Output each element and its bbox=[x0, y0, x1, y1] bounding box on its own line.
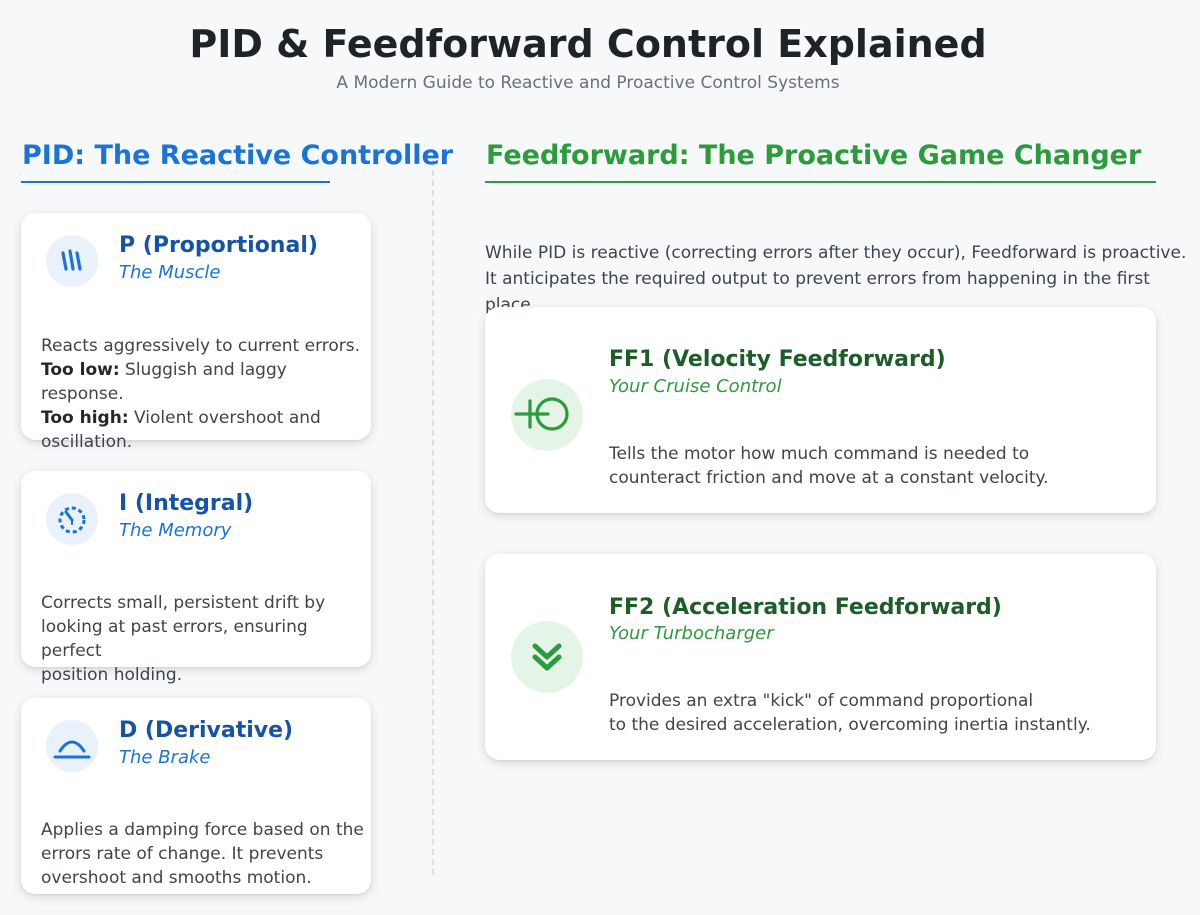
p-line-1: Reacts aggressively to current errors. bbox=[41, 336, 361, 356]
p-description: Reacts aggressively to current errors. T… bbox=[41, 334, 371, 454]
double-chevron-down-icon bbox=[511, 621, 583, 693]
p-high-label: Too high: bbox=[41, 408, 129, 428]
ff2-description: Provides an extra "kick" of command prop… bbox=[609, 689, 1139, 737]
timer-icon bbox=[46, 493, 98, 545]
i-line-2: looking at past errors, ensuring perfect bbox=[41, 617, 308, 661]
d-line-2: errors rate of change. It prevents bbox=[41, 844, 324, 864]
p-line-3: Too high: Violent overshoot and oscillat… bbox=[41, 406, 371, 454]
i-line-3: position holding. bbox=[41, 665, 183, 685]
ff1-description: Tells the motor how much command is need… bbox=[609, 442, 1139, 490]
d-title: D (Derivative) bbox=[119, 718, 294, 743]
ff-intro-line-1: While PID is reactive (correcting errors… bbox=[485, 243, 1187, 263]
ff2-line-1: Provides an extra "kick" of command prop… bbox=[609, 691, 1034, 711]
i-description: Corrects small, persistent drift by look… bbox=[41, 591, 371, 687]
i-title: I (Integral) bbox=[119, 491, 254, 516]
p-title: P (Proportional) bbox=[119, 233, 318, 258]
ff2-line-2: to the desired acceleration, overcoming … bbox=[609, 715, 1091, 735]
pid-heading-underline bbox=[21, 181, 330, 183]
i-card: I (Integral) The Memory Corrects small, … bbox=[21, 471, 371, 685]
ff2-card: FF2 (Acceleration Feedforward) Your Turb… bbox=[485, 554, 1156, 760]
cruise-control-icon bbox=[511, 379, 583, 451]
ff1-card: FF1 (Velocity Feedforward) Your Cruise C… bbox=[485, 307, 1156, 513]
p-line-2: Too low: Sluggish and laggy response. bbox=[41, 358, 371, 406]
p-subtitle: The Muscle bbox=[119, 262, 221, 283]
i-line-1: Corrects small, persistent drift by bbox=[41, 593, 326, 613]
ff1-line-2: counteract friction and move at a consta… bbox=[609, 468, 1049, 488]
pid-section-heading: PID: The Reactive Controller bbox=[22, 140, 454, 171]
i-subtitle: The Memory bbox=[119, 520, 232, 541]
ff1-line-1: Tells the motor how much command is need… bbox=[609, 444, 1030, 464]
page-subtitle: A Modern Guide to Reactive and Proactive… bbox=[336, 73, 840, 93]
page-title: PID & Feedforward Control Explained bbox=[189, 22, 987, 66]
ff2-subtitle: Your Turbocharger bbox=[609, 623, 774, 644]
ff-heading-underline bbox=[485, 181, 1156, 183]
d-card: D (Derivative) The Brake Applies a dampi… bbox=[21, 698, 371, 894]
ff1-subtitle: Your Cruise Control bbox=[609, 376, 782, 397]
p-low-label: Too low: bbox=[41, 360, 120, 380]
d-line-1: Applies a damping force based on the bbox=[41, 820, 364, 840]
column-divider bbox=[432, 160, 434, 875]
p-low-text: Sluggish and laggy response. bbox=[41, 360, 287, 404]
muscle-strokes-icon bbox=[46, 235, 98, 287]
p-high-text: Violent overshoot and oscillation. bbox=[41, 408, 321, 452]
p-card: P (Proportional) The Muscle Reacts aggre… bbox=[21, 213, 371, 452]
d-subtitle: The Brake bbox=[119, 747, 211, 768]
brake-dome-icon bbox=[46, 720, 98, 772]
ff-intro: While PID is reactive (correcting errors… bbox=[485, 240, 1200, 318]
ff1-title: FF1 (Velocity Feedforward) bbox=[609, 347, 946, 372]
ff2-title: FF2 (Acceleration Feedforward) bbox=[609, 595, 1002, 620]
ff-section-heading: Feedforward: The Proactive Game Changer bbox=[486, 140, 1142, 171]
d-line-3: overshoot and smooths motion. bbox=[41, 868, 312, 888]
d-description: Applies a damping force based on the err… bbox=[41, 818, 371, 890]
